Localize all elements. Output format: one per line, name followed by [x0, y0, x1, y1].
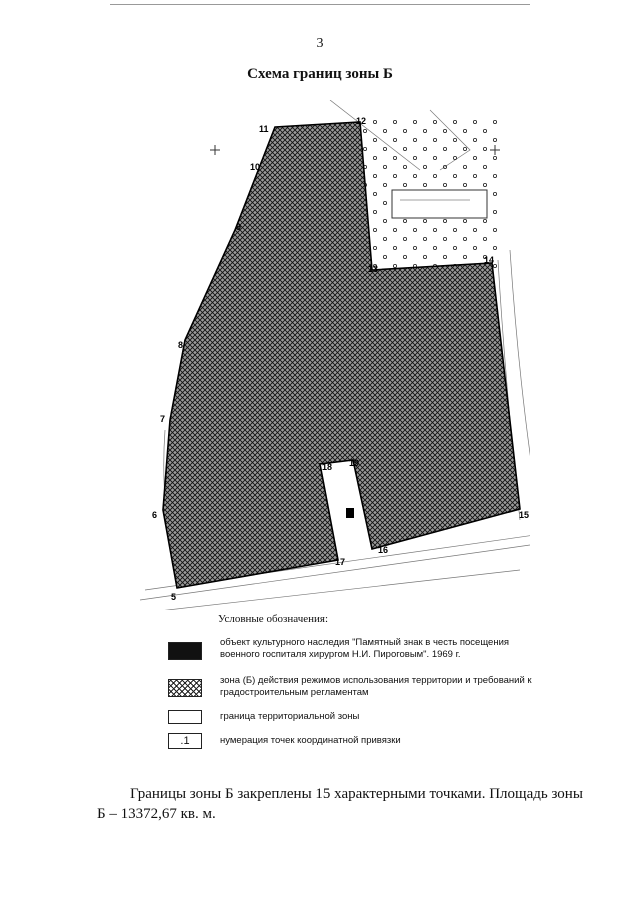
legend-item-heritage: объект культурного наследия "Памятный зн… — [168, 637, 548, 671]
legend-item-border: граница территориальной зоны — [168, 709, 548, 743]
legend-swatch-zone-b — [168, 679, 202, 697]
legend-text: граница территориальной зоны — [220, 711, 360, 722]
point-label: 19 — [349, 458, 359, 468]
point-label: 14 — [484, 255, 494, 265]
point-label: 12 — [356, 116, 366, 126]
point-label: 8 — [178, 340, 183, 350]
point-labels: 5 6 7 8 9 10 11 12 13 14 15 16 17 18 19 — [152, 116, 529, 602]
building-outline — [391, 189, 488, 219]
legend-title: Условные обозначения: — [218, 613, 329, 625]
zone-map: 5 6 7 8 9 10 11 12 13 14 15 16 17 18 19 — [139, 100, 530, 610]
legend-swatch-border — [168, 710, 202, 724]
point-label: 9 — [236, 222, 241, 232]
legend-text: нумерация точек координатной привязки — [220, 735, 401, 746]
body-paragraph: Границы зоны Б закреплены 15 характерным… — [97, 786, 583, 822]
point-label: 13 — [368, 264, 378, 274]
point-label: 5 — [171, 592, 176, 602]
legend-item-zone-b: зона (Б) действия режимов использования … — [168, 675, 548, 709]
point-label: 17 — [335, 557, 345, 567]
legend-item-numbering: .1 нумерация точек координатной привязки — [168, 733, 548, 767]
legend-text: объект культурного наследия "Памятный зн… — [220, 637, 510, 660]
point-label: 6 — [152, 510, 157, 520]
point-label: 15 — [519, 510, 529, 520]
zone-b-polygon — [162, 121, 521, 589]
point-label: 16 — [378, 545, 388, 555]
top-rule — [110, 4, 530, 5]
point-label: 10 — [250, 162, 260, 172]
point-label: 7 — [160, 414, 165, 424]
point-label: 18 — [322, 462, 332, 472]
page-title: Схема границ зоны Б — [247, 66, 393, 82]
heritage-object — [346, 508, 354, 518]
legend-text: зона (Б) действия режимов использования … — [220, 675, 532, 698]
legend-swatch-numbering: .1 — [168, 733, 202, 749]
point-label: 11 — [259, 124, 269, 134]
legend-swatch-heritage — [168, 642, 202, 660]
page-number: 3 — [316, 36, 324, 51]
